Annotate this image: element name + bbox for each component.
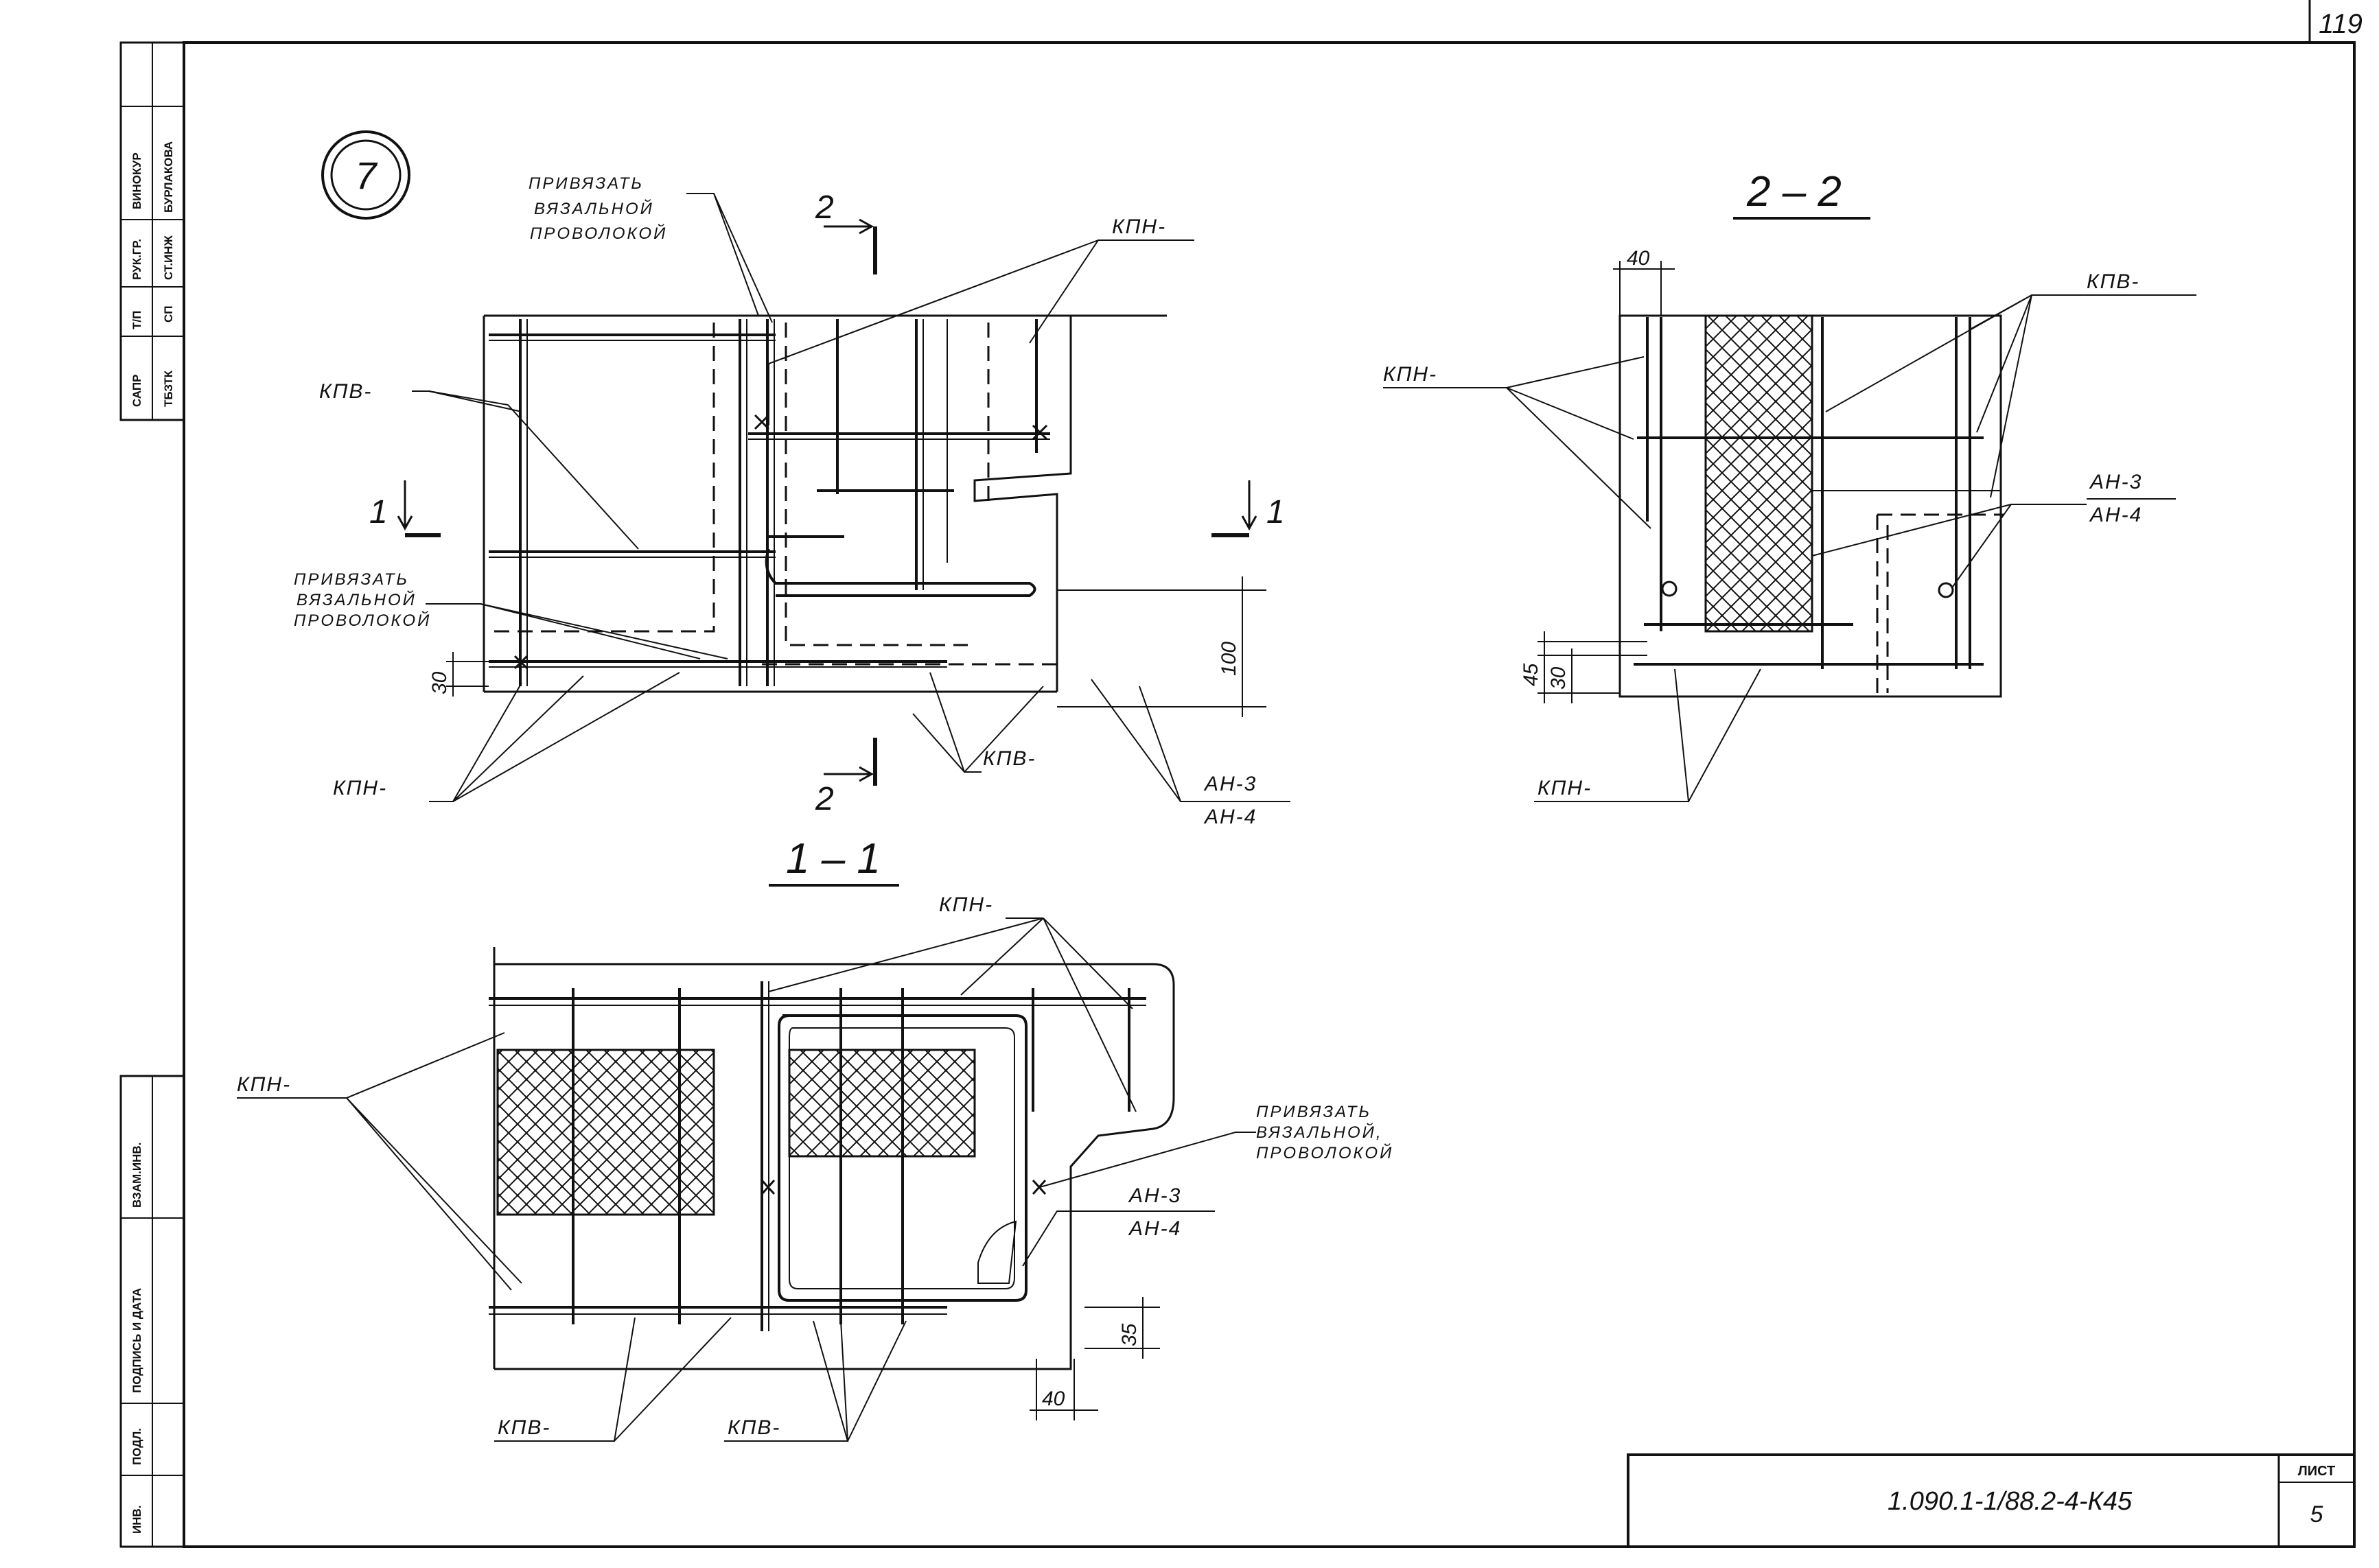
sheet-frame: 119 [183, 0, 2363, 1548]
label-kpv-plan-left: КПВ- [319, 380, 372, 403]
label-an4-sec22: АН-4 [2089, 504, 2142, 526]
sheet-number: 5 [2310, 1501, 2323, 1528]
detail-marker: 7 [321, 130, 410, 220]
label-kpn-plan-bottom: КПН- [333, 777, 387, 799]
label-an3-plan: АН-3 [1203, 773, 1257, 795]
stamp-vzam-inv: ВЗАМ.ИНВ. [130, 1143, 143, 1208]
stamp-podl: ПОДЛ. [130, 1428, 143, 1465]
note-tie-top-1: ПРИВЯЗАТЬ [529, 174, 644, 193]
label-an3-sec11: АН-3 [1128, 1184, 1181, 1207]
label-kpv-sec11-right: КПВ- [728, 1416, 780, 1439]
stamp-vinokur: ВИНОКУР [130, 152, 143, 209]
label-an4-sec11: АН-4 [1128, 1217, 1181, 1240]
stamp-inv: ИНВ. [130, 1506, 143, 1534]
stamp-tp: Т/П [130, 311, 143, 329]
note-tie-left-1: ПРИВЯЗАТЬ [294, 570, 409, 589]
dim-30-plan: 30 [428, 671, 451, 694]
label-kpv-sec11-left: КПВ- [498, 1416, 550, 1439]
section-title-1-1: 1 – 1 [786, 835, 881, 882]
note-tie-sec11-2: ВЯЗАЛЬНОЙ, [1256, 1123, 1383, 1142]
stamp-sapr: САПР [130, 375, 143, 407]
note-tie-sec11-3: ПРОВОЛОКОЙ [1256, 1143, 1393, 1162]
stamp-stinzh: СТ.ИНЖ [162, 235, 175, 280]
dim-45-sec22: 45 [1520, 663, 1542, 686]
sheet-label: ЛИСТ [2298, 1464, 2336, 1479]
dim-40-sec22: 40 [1627, 247, 1650, 270]
stamp-signature-date: ПОДПИСЬ И ДАТА [130, 1288, 143, 1393]
label-kpv-sec22: КПВ- [2087, 270, 2139, 293]
dim-40-sec11: 40 [1042, 1388, 1065, 1410]
note-tie-left-2: ВЯЗАЛЬНОЙ [297, 590, 417, 609]
stamp-sp: СП [162, 306, 175, 323]
stamp-tbztk: ТБЗТК [162, 370, 175, 407]
dim-35: 35 [1118, 1323, 1141, 1346]
label-kpn-sec22-bottom: КПН- [1537, 777, 1592, 799]
section-1-1: 1 – 1 35 40 [237, 835, 1393, 1442]
section-2-2: 2 – 2 40 45 30 КПН- [1383, 168, 2196, 802]
section-title-2-2: 2 – 2 [1746, 168, 1842, 215]
note-tie-top-2: ВЯЗАЛЬНОЙ [534, 199, 654, 218]
note-tie-top-3: ПРОВОЛОКОЙ [530, 224, 667, 243]
side-stamp-bottom: ИНВ. ПОДЛ. ПОДПИСЬ И ДАТА ВЗАМ.ИНВ. [119, 1075, 185, 1548]
label-kpn-plan-top: КПН- [1112, 215, 1166, 238]
stamp-rukgr: РУК.ГР. [130, 239, 143, 280]
note-tie-left-3: ПРОВОЛОКОЙ [294, 611, 431, 630]
label-an3-sec22: АН-3 [2089, 471, 2142, 493]
drawing-code: 1.090.1-1/88.2-4-К45 [1888, 1487, 2133, 1516]
plan-view: 100 30 1 1 2 2 КПВ- КПН- КПН- [294, 174, 1290, 828]
note-tie-sec11-1: ПРИВЯЗАТЬ [1256, 1103, 1371, 1121]
label-kpn-sec11-top: КПН- [939, 893, 993, 916]
label-an4-plan: АН-4 [1203, 806, 1257, 828]
label-kpn-sec22-top: КПН- [1383, 363, 1437, 386]
cut-1-left: 1 [369, 494, 388, 530]
page-number: 119 [2319, 9, 2363, 39]
title-block: 1.090.1-1/88.2-4-К45 ЛИСТ 5 [1627, 1453, 2356, 1548]
cut-2-top: 2 [815, 189, 834, 226]
detail-number: 7 [355, 154, 378, 197]
label-kpv-plan-bottom: КПВ- [983, 747, 1036, 770]
cut-2-bottom: 2 [815, 781, 834, 817]
dim-30-sec22: 30 [1547, 666, 1570, 690]
side-stamp-top: САПР Т/П РУК.ГР. ВИНОКУР ТБЗТК СП СТ.ИНЖ… [119, 41, 185, 421]
cut-1-right: 1 [1266, 494, 1285, 530]
dim-100: 100 [1218, 642, 1240, 676]
stamp-burlakova: БУРЛАКОВА [162, 141, 175, 213]
label-kpn-sec11-left: КПН- [237, 1073, 291, 1096]
